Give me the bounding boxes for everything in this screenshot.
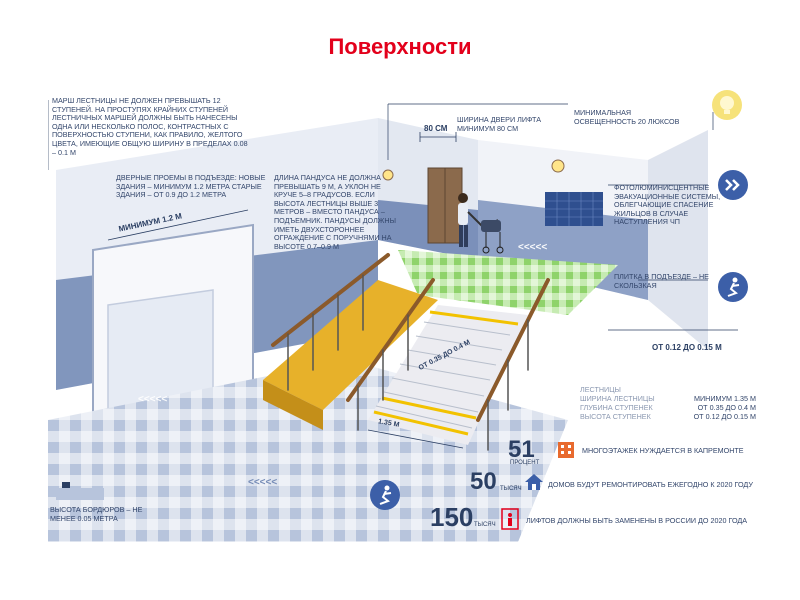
svg-text:<<<: <<< (263, 352, 281, 363)
evacuation-note: Фотолюминисцентные эвакуационные системы… (614, 183, 721, 227)
lift-width-label: 80 СМ (424, 124, 448, 133)
wall-lamp (382, 169, 394, 181)
slide-title: Поверхности (328, 34, 472, 59)
stat-text: ДОМОВ БУДУТ РЕМОНТИРОВАТЬ ЕЖЕГОДНО К 202… (548, 480, 753, 489)
table-row: ШИРИНА ЛЕСТНИЦЫ МИНИМУМ 1.35 М (580, 393, 756, 403)
svg-text:<<<<<: <<<<< (138, 394, 167, 405)
stat-row: 150 ТЫСЯЧ ЛИФТОВ ДОЛЖНЫ БЫТЬ ЗАМЕНЕНЫ В … (430, 502, 756, 536)
curb-sample (56, 488, 104, 500)
slipping-person-icon (718, 272, 748, 302)
building-icon (556, 438, 576, 458)
stat-unit: ТЫСЯЧ (474, 522, 496, 528)
stairwell-illustration: <<<<< <<< <<<<< <<<<< (48, 100, 738, 542)
stat-unit: ТЫСЯЧ (500, 486, 522, 492)
stat-row: 50 ТЫСЯЧ ДОМОВ БУДУТ РЕМОНТИРОВАТЬ ЕЖЕГО… (470, 468, 756, 498)
stairs-summary-table: ЛЕСТНИЦЫ ШИРИНА ЛЕСТНИЦЫ МИНИМУМ 1.35 М … (580, 385, 756, 422)
table-row: ГЛУБИНА СТУПЕНЕК ОТ 0.35 ДО 0.4 М (580, 402, 756, 412)
evacuation-arrows-icon (718, 170, 748, 200)
lighting-note: Минимальная освещенность 20 люксов (574, 108, 680, 126)
stairs (368, 305, 528, 445)
table-row: ВЫСОТА СТУПЕНЕК ОТ 0.12 ДО 0.15 М (580, 411, 756, 421)
tiles-note: Плитка в подъезде – не скользкая (614, 272, 709, 290)
curbs-note: Высота бордюров – не менее 0.05 метра (50, 505, 143, 523)
ceiling-lamp (551, 159, 565, 173)
far-wall (648, 130, 708, 350)
stairs-note: Марш лестницы не должен превышать 12 сту… (52, 96, 248, 157)
house-icon (524, 472, 544, 492)
handrails (271, 253, 550, 451)
stat-text: МНОГОЭТАЖЕК НУЖДАЕТСЯ В КАПРЕМОНТЕ (582, 446, 744, 455)
ramp-note: Длина пандуса не должна превышать 9 м, а… (274, 173, 396, 251)
lift-door-note: Ширина двери лифта минимум 80 см (457, 115, 541, 133)
doorways-note: Дверные проемы в подъезде: новые здания … (116, 173, 266, 200)
slipping-person-icon (370, 480, 400, 510)
step-height-label: ОТ 0.12 ДО 0.15 М (652, 343, 722, 352)
stat-number: 51 (508, 436, 535, 463)
stat-number: 150 (430, 502, 474, 532)
stairs-table-header: ЛЕСТНИЦЫ (580, 385, 621, 394)
evacuation-chevrons: <<<<< <<< <<<<< <<<<< (138, 242, 547, 488)
ramp (263, 280, 438, 410)
svg-text:<<<<<: <<<<< (518, 242, 547, 253)
stairwell-infographic: <<<<< <<< <<<<< <<<<< Марш лестницы не д… (48, 90, 756, 542)
svg-text:<<<<<: <<<<< (248, 477, 277, 488)
landing-floor (398, 250, 618, 315)
person-with-stroller (458, 193, 504, 254)
lightbulb-icon (712, 90, 742, 120)
stat-row: 51 ПРОЦЕНТ МНОГОЭТАЖЕК НУЖДАЕТСЯ В КАПРЕ… (508, 436, 756, 466)
elevator-icon (500, 508, 520, 530)
stat-number: 50 (470, 468, 497, 495)
stat-unit: ПРОЦЕНТ (510, 460, 540, 466)
stat-text: ЛИФТОВ ДОЛЖНЫ БЫТЬ ЗАМЕНЕНЫ В РОССИИ ДО … (526, 516, 748, 525)
